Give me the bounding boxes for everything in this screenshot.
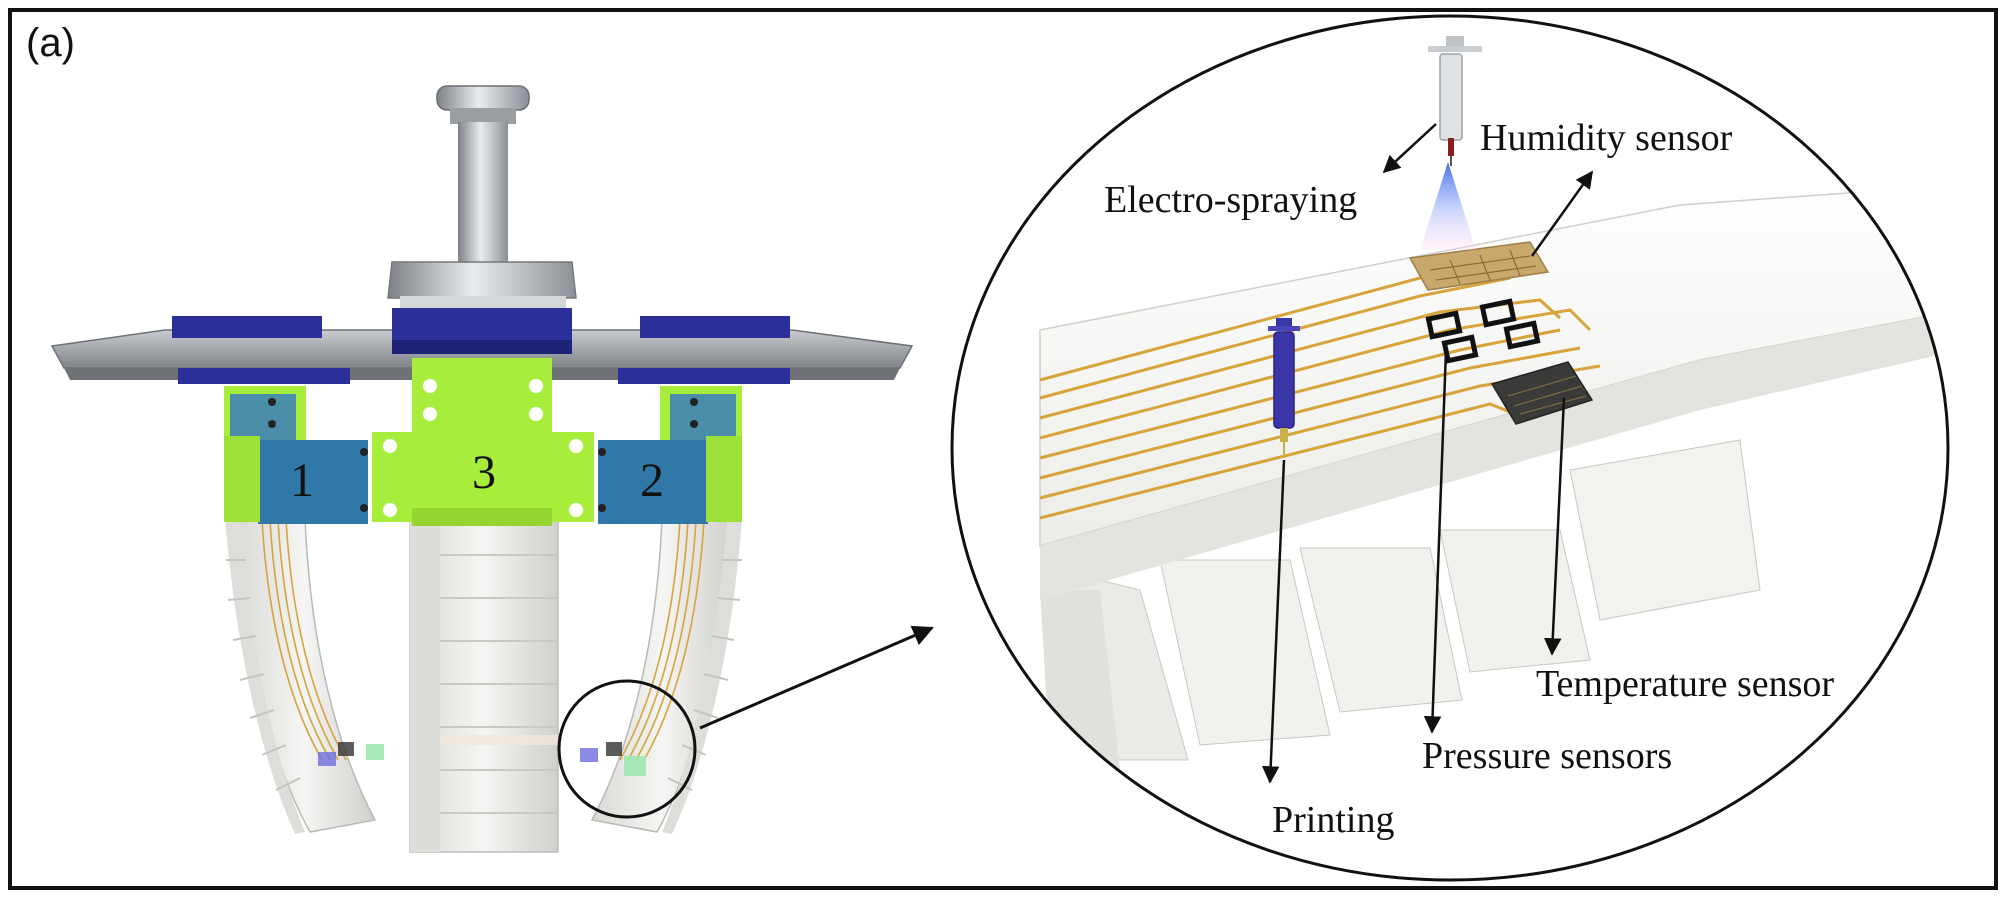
gripper-shaft: [387, 85, 577, 310]
label-temperature-sensor: Temperature sensor: [1536, 663, 1834, 705]
finger-2-temp-pad: [624, 756, 646, 776]
zoomed-sensor-view: [950, 14, 1950, 882]
zoom-ellipse-border: [950, 14, 1950, 882]
callout-arrows: [1261, 123, 1594, 784]
finger-label-1: 1: [290, 454, 314, 507]
label-electro-spraying: Electro-spraying: [1104, 179, 1357, 221]
mount-1: 1: [224, 386, 368, 524]
label-pressure-sensors: Pressure sensors: [1422, 735, 1672, 777]
substrate-side: [1040, 310, 1948, 600]
figure-frame: [8, 8, 1998, 890]
finger-1-pressure-pad: [338, 742, 354, 756]
finger-2-humidity-pad: [580, 748, 598, 762]
humidity-sensor-pad: [1408, 241, 1550, 291]
label-humidity-sensor: Humidity sensor: [1480, 117, 1733, 159]
zoom-arrow: [699, 625, 934, 730]
mount-2: 2: [598, 386, 742, 524]
soft-gripper: 1 3 2: [50, 85, 914, 853]
electro-spraying-arrow: [1382, 123, 1437, 174]
finger-1: [225, 517, 384, 834]
electro-spraying-syringe-icon: [1428, 36, 1482, 166]
printing-arrow: [1261, 459, 1286, 784]
printing-syringe-icon: [1268, 318, 1300, 458]
finger-1-humidity-pad: [318, 752, 336, 766]
pressure-sensors-arrow: [1423, 349, 1448, 734]
mount-3: 3: [372, 358, 594, 526]
finger-2: [580, 517, 742, 834]
temperature-sensor-arrow: [1543, 397, 1566, 656]
motor-block-center: [392, 308, 572, 344]
temperature-sensor-pad: [1490, 361, 1594, 425]
motor-block-left: [172, 316, 322, 338]
zoom-source-circle: [557, 679, 697, 819]
motor-block-right: [640, 316, 790, 338]
finger-2-pressure-pad: [606, 742, 622, 756]
finger-3: [409, 511, 559, 853]
finger-label-3: 3: [472, 446, 496, 499]
finger-1-temp-pad: [366, 744, 384, 760]
finger-label-2: 2: [640, 454, 664, 507]
humidity-sensor-arrow: [1530, 170, 1594, 257]
panel-label: (a): [26, 21, 75, 65]
electro-spray-plume: [1420, 162, 1476, 250]
gripper-base-plate: [50, 308, 914, 384]
label-printing: Printing: [1272, 799, 1394, 841]
finger-segments: [1040, 439, 1761, 770]
